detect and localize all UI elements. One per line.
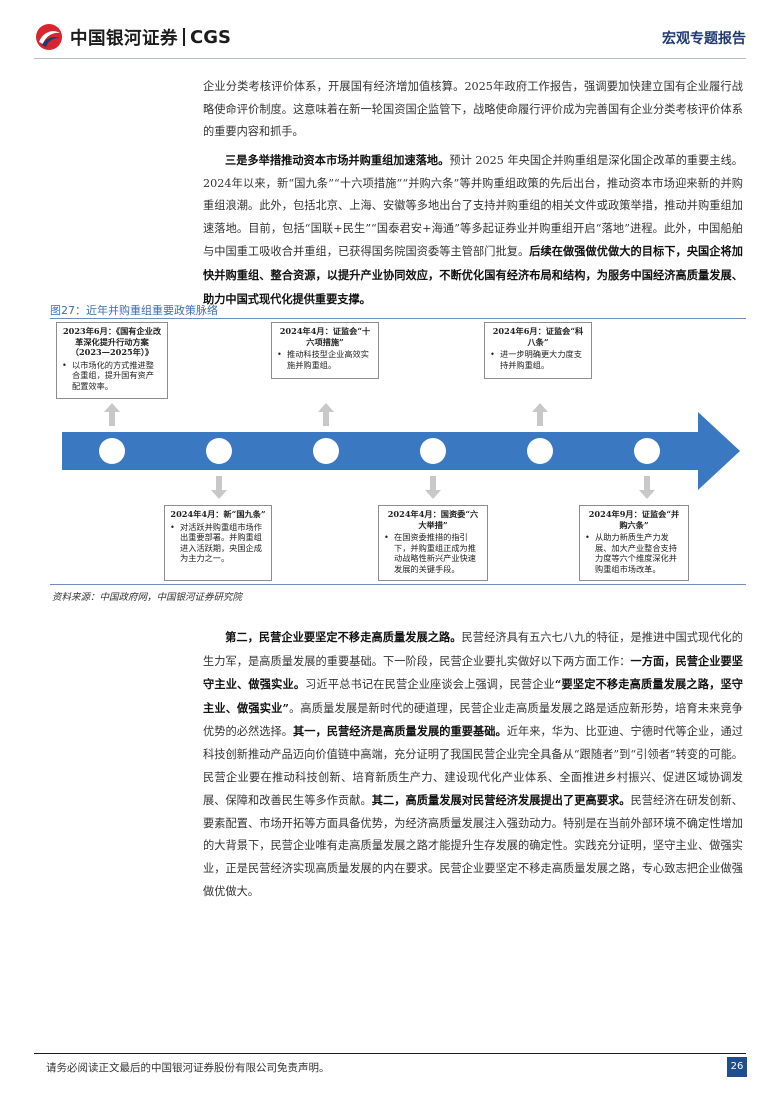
event-box-2024-04-nine: 2024年4月：新“国九条” •对活跃并购重组市场作出重要部署。并购重组进入活跃… [164, 505, 272, 581]
paragraph-2-conclusion: 后续在做强做优做大的目标下，央国企将加快并购重组、整合资源，以提升产业协同效应，… [203, 244, 743, 306]
event-box-2024-04-sasac: 2024年4月：国资委“六大举措” •在国资委推措的指引下，并购重组正成为推动战… [378, 505, 488, 581]
timeline-dot-6 [634, 438, 660, 464]
cgs-logo-icon [36, 24, 62, 50]
event-title: 2024年4月：证监会“十六项措施” [279, 326, 371, 347]
report-type-label: 宏观专题报告 [662, 31, 746, 47]
paragraph-3: 第二，民营企业要坚定不移走高质量发展之路。民营经济具有五六七八九的特征，是推进中… [203, 630, 743, 898]
event-box-2024-06: 2024年6月：证监会“科八条” •进一步明确更大力度支持并购重组。 [484, 322, 592, 379]
timeline-dot-1 [99, 438, 125, 464]
paragraph-1-text: 企业分类考核评价体系，开展国有经济增加值核算。2025年政府工作报告，强调要加快… [203, 80, 743, 139]
event-desc: 推动科技型企业高效实施并购重组。 [287, 349, 369, 370]
connector-down-4 [425, 476, 441, 499]
connector-down-6 [639, 476, 655, 499]
paragraph-1: 企业分类考核评价体系，开展国有经济增加值核算。2025年政府工作报告，强调要加快… [203, 76, 743, 144]
timeline-dot-3 [313, 438, 339, 464]
event-desc: 从助力新质生产力发展、加大产业整合支持力度等六个维度深化并购重组市场改革。 [595, 532, 677, 574]
logo-english-text: CGS [190, 26, 231, 48]
timeline-dot-2 [206, 438, 232, 464]
event-box-2024-04-csrc: 2024年4月：证监会“十六项措施” •推动科技型企业高效实施并购重组。 [271, 322, 379, 379]
event-title: 2023年6月：《国有企业改革深化提升行动方案（2023—2025年）》 [62, 326, 162, 358]
logo-separator [183, 28, 185, 46]
timeline-dot-4 [420, 438, 446, 464]
paragraph-2-text: 预计 2025 年央国企并购重组是深化国企改革的重要主线。2024年以来，新“国… [203, 154, 743, 259]
event-desc: 对活跃并购重组市场作出重要部署。并购重组进入活跃期，央国企成为主力之一。 [180, 521, 262, 564]
figure-title: 图27：近年并购重组重要政策脉络 [50, 304, 218, 317]
event-box-2023-06: 2023年6月：《国有企业改革深化提升行动方案（2023—2025年）》 •以市… [56, 322, 168, 399]
footer-divider [34, 1053, 746, 1054]
logo-chinese-text: 中国银河证券 [70, 28, 178, 49]
footer-disclaimer: 请务必阅读正文最后的中国银河证券股份有限公司免责声明。 [46, 1062, 330, 1074]
timeline-graphic [62, 403, 740, 499]
event-title: 2024年4月：国资委“六大举措” [387, 509, 479, 530]
event-desc: 进一步明确更大力度支持并购重组。 [500, 349, 582, 370]
figure-top-rule [50, 318, 746, 319]
connector-up-5 [532, 403, 548, 426]
connector-up-3 [318, 403, 334, 426]
event-box-2024-09: 2024年9月：证监会“并购六条” •从助力新质生产力发展、加大产业整合支持力度… [579, 505, 689, 581]
event-desc: 在国资委推措的指引下，并购重组正成为推动战略性新兴产业快速发展的关键手段。 [394, 532, 476, 574]
paragraph-2: 三是多举措推动资本市场并购重组加速落地。预计 2025 年央国企并购重组是深化国… [203, 149, 743, 311]
timeline-dot-5 [527, 438, 553, 464]
figure-bottom-rule [50, 584, 746, 585]
page-number: 26 [727, 1057, 747, 1077]
paragraph-3-lead: 第二，民营企业要坚定不移走高质量发展之路。 [225, 630, 462, 644]
header-divider [34, 58, 746, 59]
event-title: 2024年9月：证监会“并购六条” [588, 509, 680, 530]
event-desc: 以市场化的方式推进整合重组，提升国有资产配置效率。 [72, 359, 154, 391]
timeline-arrow [62, 412, 740, 490]
company-logo: 中国银河证券 CGS [34, 22, 231, 52]
figure-source: 资料来源：中国政府网，中国银河证券研究院 [52, 592, 243, 603]
event-title: 2024年4月：新“国九条” [170, 509, 266, 519]
connector-up-1 [104, 403, 120, 426]
paragraph-2-lead: 三是多举措推动资本市场并购重组加速落地。 [225, 153, 450, 167]
event-title: 2024年6月：证监会“科八条” [492, 326, 584, 347]
connector-down-2 [211, 476, 227, 499]
